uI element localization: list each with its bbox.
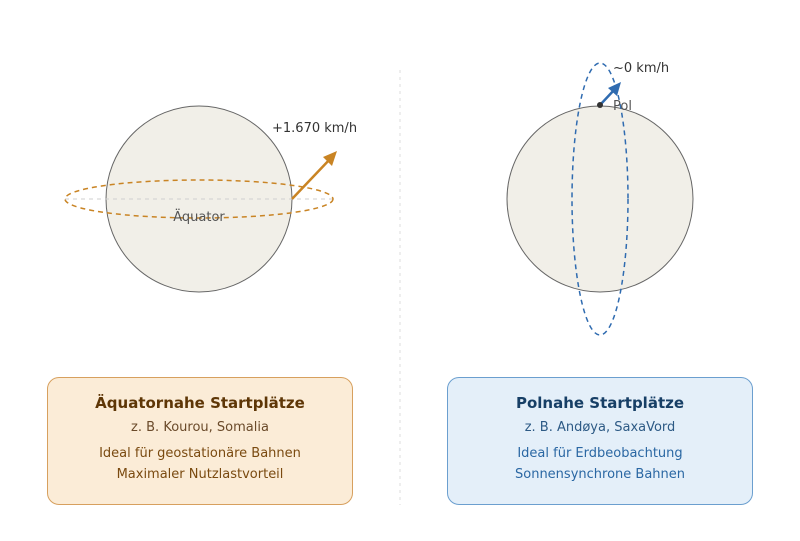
polar-card: Polnahe Startplätze z. B. Andøya, SaxaVo… [447, 377, 753, 505]
equatorial-orbit [64, 179, 334, 219]
velocity-arrowhead-equatorial [323, 151, 337, 166]
velocity-arrowhead-polar [608, 82, 621, 96]
pole-marker [597, 102, 603, 108]
earth-polar [506, 105, 694, 293]
pole-label: Pol [613, 99, 632, 114]
velocity-label-polar: ~0 km/h [613, 61, 669, 76]
equator-label: Äquator [173, 209, 225, 225]
equatorial-panel: Äquator +1.670 km/h [64, 105, 357, 293]
polar-orbit [571, 62, 629, 336]
equatorial-card-title: Äquatornahe Startplätze [95, 394, 305, 412]
polar-panel: Pol ~0 km/h [506, 61, 694, 336]
earth-equatorial [105, 105, 293, 293]
equatorial-card: Äquatornahe Startplätze z. B. Kourou, So… [47, 377, 353, 505]
velocity-arrow-equatorial [291, 157, 332, 200]
polar-card-title: Polnahe Startplätze [515, 394, 685, 412]
equatorial-card-benefit-1: Ideal für geostationäre Bahnen [99, 446, 301, 461]
polar-card-benefit-2: Sonnensynchrone Bahnen [515, 467, 685, 482]
polar-card-benefit-1: Ideal für Erdbeobachtung [517, 446, 683, 461]
velocity-label-equatorial: +1.670 km/h [272, 121, 357, 136]
polar-card-subtitle: z. B. Andøya, SaxaVord [524, 420, 676, 435]
equatorial-card-subtitle: z. B. Kourou, Somalia [131, 420, 269, 435]
equatorial-card-benefit-2: Maximaler Nutzlastvorteil [116, 467, 284, 482]
